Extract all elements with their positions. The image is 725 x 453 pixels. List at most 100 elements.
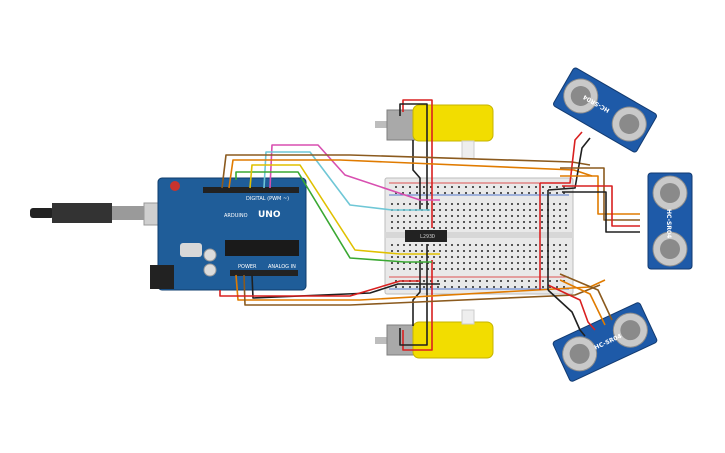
breadboard-hole bbox=[565, 268, 567, 270]
breadboard-hole bbox=[415, 268, 417, 270]
breadboard-hole bbox=[403, 250, 405, 252]
breadboard-hole bbox=[553, 221, 555, 223]
breadboard-hole bbox=[481, 203, 483, 205]
breadboard-hole bbox=[499, 221, 501, 223]
breadboard-hole bbox=[487, 244, 489, 246]
breadboard-hole bbox=[559, 203, 561, 205]
rail-hole bbox=[521, 186, 523, 188]
breadboard-hole bbox=[559, 244, 561, 246]
breadboard-hole bbox=[553, 203, 555, 205]
breadboard-hole bbox=[433, 221, 435, 223]
breadboard-hole bbox=[559, 209, 561, 211]
breadboard-hole bbox=[541, 209, 543, 211]
breadboard-hole bbox=[391, 221, 393, 223]
breadboard-hole bbox=[529, 244, 531, 246]
breadboard-hole bbox=[499, 244, 501, 246]
breadboard-hole bbox=[565, 209, 567, 211]
reset-button[interactable] bbox=[170, 181, 180, 191]
breadboard-hole bbox=[511, 244, 513, 246]
breadboard-hole bbox=[469, 203, 471, 205]
rail-hole bbox=[416, 286, 418, 288]
power-jack bbox=[150, 265, 174, 289]
breadboard-hole bbox=[397, 262, 399, 264]
breadboard-hole bbox=[505, 209, 507, 211]
breadboard-hole bbox=[463, 215, 465, 217]
breadboard-hole bbox=[529, 215, 531, 217]
rail-hole bbox=[500, 186, 502, 188]
rail-hole bbox=[402, 186, 404, 188]
rail-hole bbox=[486, 186, 488, 188]
breadboard-hole bbox=[391, 256, 393, 258]
rail-hole bbox=[542, 280, 544, 282]
rail-hole bbox=[521, 286, 523, 288]
rail-hole bbox=[507, 192, 509, 194]
rail-hole bbox=[430, 286, 432, 288]
wire-red bbox=[402, 260, 433, 351]
rail-hole bbox=[556, 186, 558, 188]
breadboard-hole bbox=[445, 209, 447, 211]
rail-hole bbox=[395, 286, 397, 288]
rail-hole bbox=[521, 280, 523, 282]
breadboard-hole bbox=[427, 203, 429, 205]
breadboard-hole bbox=[421, 215, 423, 217]
breadboard-hole bbox=[445, 250, 447, 252]
breadboard-hole bbox=[499, 268, 501, 270]
breadboard-hole bbox=[535, 250, 537, 252]
breadboard-hole bbox=[397, 268, 399, 270]
rail-hole bbox=[472, 186, 474, 188]
rail-hole bbox=[514, 186, 516, 188]
breadboard-hole bbox=[529, 227, 531, 229]
breadboard-hole bbox=[397, 244, 399, 246]
rail-hole bbox=[423, 192, 425, 194]
breadboard-hole bbox=[457, 221, 459, 223]
breadboard-hole bbox=[457, 244, 459, 246]
breadboard-hole bbox=[439, 203, 441, 205]
breadboard-hole bbox=[469, 227, 471, 229]
breadboard-hole bbox=[463, 268, 465, 270]
breadboard-hole bbox=[439, 209, 441, 211]
breadboard-hole bbox=[475, 227, 477, 229]
breadboard-hole bbox=[517, 215, 519, 217]
breadboard-hole bbox=[409, 268, 411, 270]
breadboard-hole bbox=[541, 262, 543, 264]
breadboard-hole bbox=[535, 203, 537, 205]
breadboard-hole bbox=[409, 250, 411, 252]
rail-hole bbox=[514, 192, 516, 194]
breadboard-hole bbox=[421, 256, 423, 258]
breadboard-hole bbox=[445, 262, 447, 264]
breadboard-hole bbox=[463, 262, 465, 264]
breadboard-hole bbox=[457, 203, 459, 205]
rail-hole bbox=[458, 192, 460, 194]
rail-hole bbox=[563, 186, 565, 188]
breadboard-hole bbox=[493, 256, 495, 258]
rail-hole bbox=[444, 286, 446, 288]
rail-hole bbox=[507, 286, 509, 288]
breadboard-hole bbox=[397, 250, 399, 252]
breadboard-hole bbox=[511, 215, 513, 217]
rail-hole bbox=[486, 280, 488, 282]
breadboard-hole bbox=[529, 256, 531, 258]
breadboard-hole bbox=[451, 209, 453, 211]
rail-hole bbox=[507, 280, 509, 282]
wire-black bbox=[251, 274, 440, 299]
breadboard-hole bbox=[427, 268, 429, 270]
rail-hole bbox=[535, 186, 537, 188]
rail-hole bbox=[409, 286, 411, 288]
wire-red bbox=[402, 99, 433, 210]
breadboard-hole bbox=[475, 221, 477, 223]
breadboard-hole bbox=[469, 244, 471, 246]
breadboard-hole bbox=[433, 227, 435, 229]
breadboard-hole bbox=[409, 215, 411, 217]
driver-chip-label: L293D bbox=[420, 234, 435, 240]
breadboard-hole bbox=[523, 268, 525, 270]
rail-hole bbox=[521, 192, 523, 194]
breadboard-hole bbox=[403, 256, 405, 258]
breadboard-hole bbox=[403, 268, 405, 270]
breadboard-hole bbox=[517, 244, 519, 246]
breadboard-hole bbox=[475, 268, 477, 270]
breadboard-hole bbox=[403, 203, 405, 205]
rail-hole bbox=[416, 186, 418, 188]
breadboard-hole bbox=[565, 244, 567, 246]
breadboard-hole bbox=[505, 250, 507, 252]
breadboard-hole bbox=[565, 203, 567, 205]
